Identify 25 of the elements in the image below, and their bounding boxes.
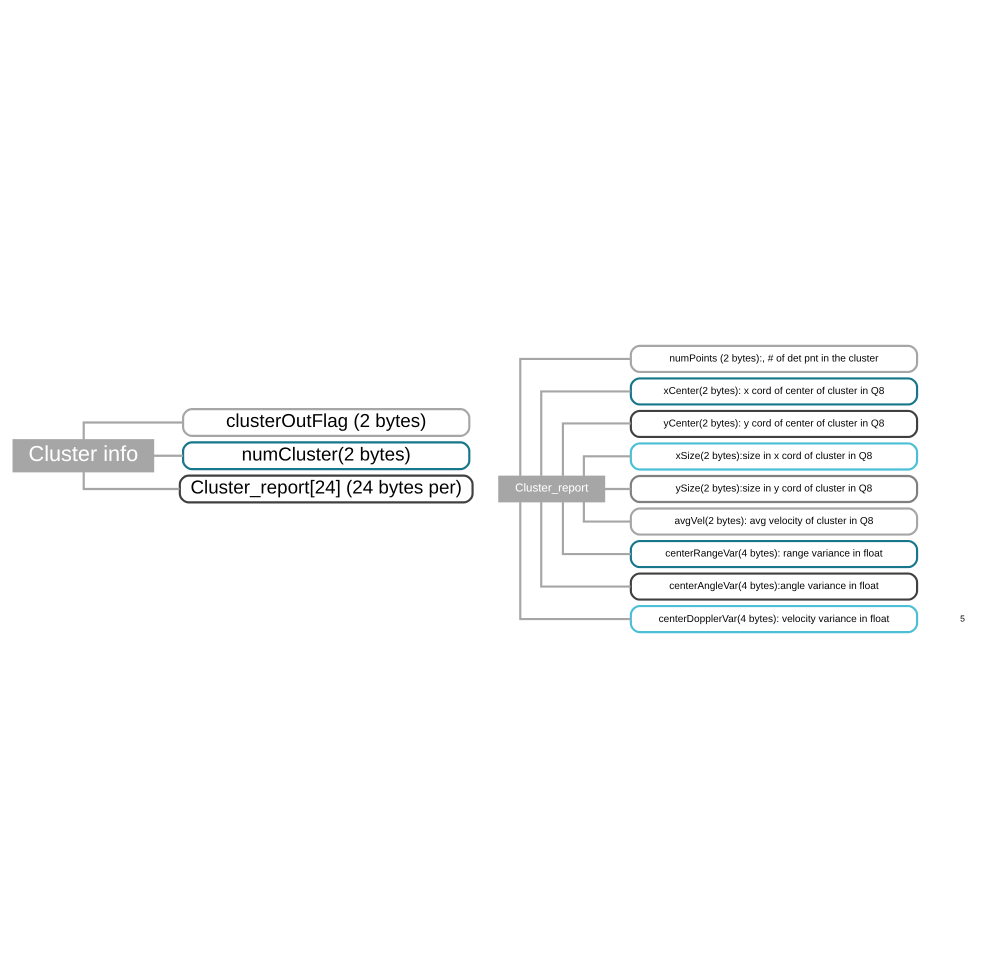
node-box: ySize(2 bytes):size in y cord of cluster in Q8	[629, 474, 918, 503]
connector	[604, 487, 630, 490]
connector	[582, 454, 630, 476]
node-box: yCenter(2 bytes): y cord of center of cluster in Q8	[629, 409, 918, 438]
node-box: Cluster_report[24] (24 bytes per)	[178, 474, 474, 503]
connector	[540, 502, 630, 588]
node-box: clusterOutFlag (2 bytes)	[182, 408, 470, 436]
node-box: centerRangeVar(4 bytes): range variance in float	[629, 539, 918, 568]
label: 5	[960, 612, 965, 623]
node-box: numPoints (2 bytes):, # of det pnt in the cluster	[629, 344, 918, 372]
node-box: centerAngleVar(4 bytes):angle variance in float	[629, 572, 918, 600]
connector	[518, 357, 630, 476]
node-box: xSize(2 bytes):size in x cord of cluster in Q8	[629, 442, 918, 470]
node-box: centerDopplerVar(4 bytes): velocity variance in float	[629, 604, 918, 633]
connector	[561, 422, 630, 476]
connector	[153, 454, 183, 456]
node-box: Cluster_report	[498, 475, 605, 502]
node-box: numCluster(2 bytes)	[182, 440, 470, 470]
node-box: Cluster info	[12, 438, 154, 472]
node-box: avgVel(2 bytes): avg velocity of cluster in Q8	[629, 506, 918, 536]
connector	[518, 502, 630, 620]
node-box: xCenter(2 bytes): x cord of center of cluster in Q8	[629, 376, 918, 406]
connector	[561, 502, 630, 555]
connector	[540, 390, 630, 476]
connector	[582, 502, 630, 522]
